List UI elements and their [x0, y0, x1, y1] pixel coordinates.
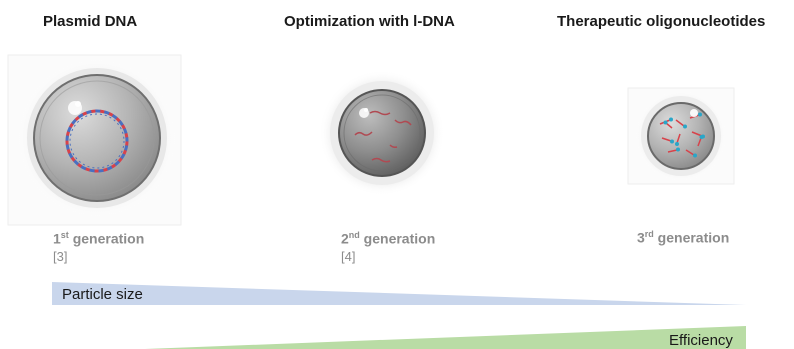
- efficiency-wedge: [145, 326, 746, 349]
- particle-1st-generation: [7, 54, 182, 226]
- reference-2: [4]: [341, 249, 356, 264]
- generation-label-1: 1st generation: [53, 230, 145, 247]
- particle-2nd-generation: [319, 70, 445, 196]
- generation-label-2: 2nd generation: [341, 230, 436, 247]
- particle-3rd-generation: [627, 87, 735, 185]
- particle-size-wedge: [52, 282, 746, 305]
- title-therapeutic-oligonucleotides: Therapeutic oligonucleotides: [557, 13, 766, 30]
- efficiency-label: Efficiency: [669, 332, 733, 349]
- generation-label-3: 3rd generation: [637, 229, 730, 246]
- title-plasmid-dna: Plasmid DNA: [43, 13, 138, 30]
- reference-1: [3]: [53, 249, 68, 264]
- title-optimization-l-dna: Optimization with l-DNA: [284, 13, 455, 30]
- particle-size-label: Particle size: [62, 286, 143, 303]
